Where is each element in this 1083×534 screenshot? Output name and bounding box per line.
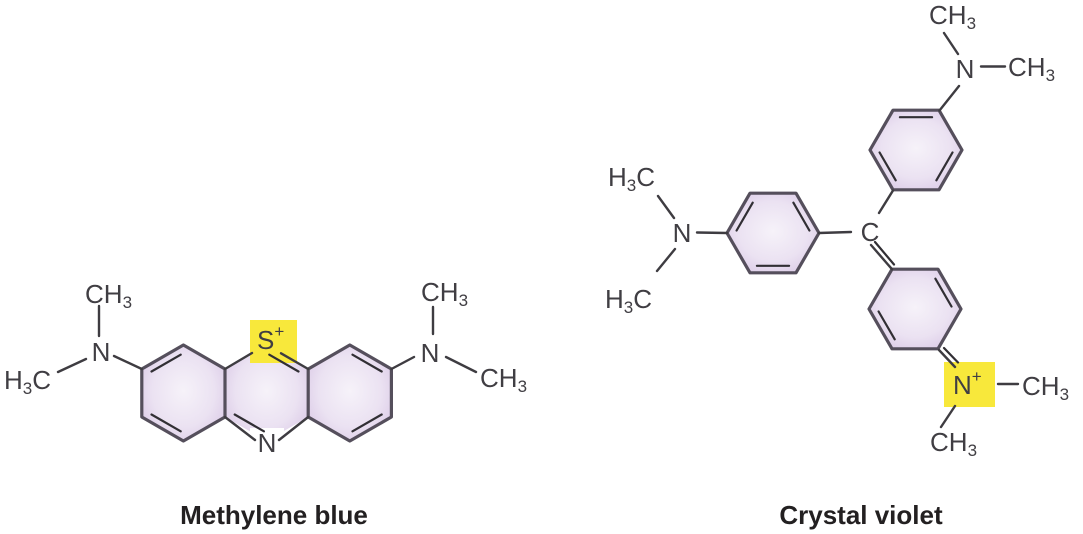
benzene-ring-right [306,343,393,443]
methyl-label-west-bottom: H3C [605,284,652,317]
benzene-ring-left [140,343,227,443]
double-bond-lines [735,116,960,364]
amine-nitrogen-left: N [92,337,111,367]
central-carbon-label: C [861,217,880,247]
methyl-label-left-top: CH3 [85,279,132,312]
amine-nitrogen-right: N [421,338,440,368]
crystal-violet-structure: CH3 N CH3 H3C N H3C C N+ CH3 CH3 Crystal… [605,0,1069,530]
ring-nitrogen-label: N [258,428,277,458]
single-bonds [655,31,1020,429]
amine-nitrogen-west: N [673,218,692,248]
nitrogen-cation-label: N+ [953,367,982,400]
amine-nitrogen-top: N [956,54,975,84]
benzene-ring-north [868,108,964,192]
crystal-violet-caption: Crystal violet [779,500,943,530]
quinoid-ring-south [867,267,963,351]
ring-nitrogen-mask [250,428,284,456]
methylene-blue-caption: Methylene blue [180,500,368,530]
methyl-label-top: CH3 [929,0,976,33]
methyl-label-right-top: CH3 [421,277,468,310]
double-bond-lines [150,353,383,433]
single-bonds [56,304,478,442]
methyl-label-left: H3C [4,365,51,398]
sulfur-cation-label: S+ [257,322,284,355]
methylene-blue-structure: CH3 H3C N S+ N CH3 N CH3 Methylene blue [4,277,527,530]
methyl-label-right: CH3 [480,363,527,396]
sulfur-highlight [250,320,297,363]
nitrogen-highlight [944,362,995,407]
methyl-label-south-bottom: CH3 [930,427,977,460]
benzene-ring-west [725,191,821,275]
thiazine-ring [225,345,309,441]
methyl-label-top-right: CH3 [1008,52,1055,85]
methyl-label-west-top: H3C [608,162,655,195]
methyl-label-south-right: CH3 [1022,371,1069,404]
